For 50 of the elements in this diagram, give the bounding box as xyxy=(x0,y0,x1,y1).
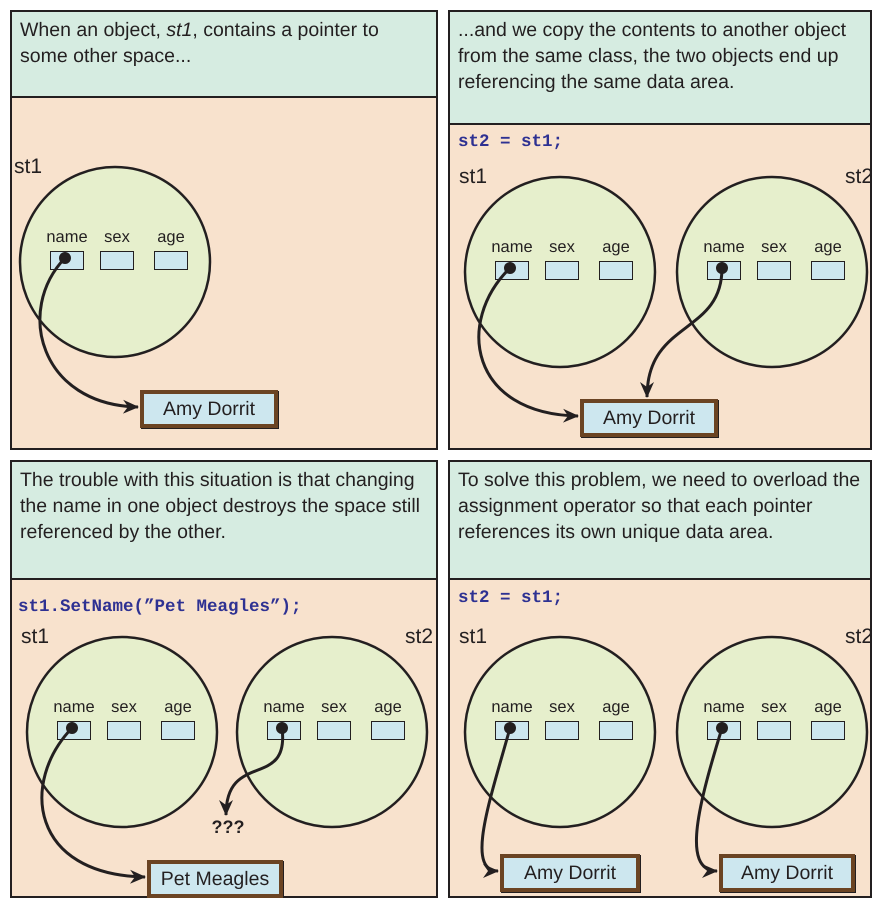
field-label: name xyxy=(490,698,534,717)
object-label: st1 xyxy=(21,625,50,649)
unknown-marker: ??? xyxy=(207,817,249,841)
field-label: age xyxy=(813,698,843,717)
field-label: sex xyxy=(760,698,788,717)
field-label: sex xyxy=(103,228,131,247)
field-label: age xyxy=(813,238,843,257)
pointer-arrow xyxy=(220,722,288,816)
field-label: name xyxy=(52,698,96,717)
pointer-arrow xyxy=(478,262,579,422)
pointer-arrow xyxy=(641,262,728,398)
value-box: Amy Dorrit xyxy=(140,390,278,428)
field-label: sex xyxy=(110,698,138,717)
field-label: age xyxy=(163,698,193,717)
comic-panel xyxy=(448,460,872,898)
value-box: Pet Meagles xyxy=(147,860,283,898)
pointer-arrow xyxy=(38,252,139,412)
pointer-arrow xyxy=(40,722,146,883)
pointer-arrow xyxy=(480,722,516,875)
field-label: name xyxy=(262,698,306,717)
field-label: name xyxy=(702,698,746,717)
code-line: st2 = st1; xyxy=(458,132,564,152)
panel-caption: To solve this problem, we need to overload the assignment operator so that each pointer references its own unique data area. xyxy=(450,462,870,580)
field-label: name xyxy=(702,238,746,257)
comic-panel xyxy=(10,460,438,898)
comic-panel xyxy=(10,10,438,450)
field-label: sex xyxy=(320,698,348,717)
code-line: st1.SetName(”Pet Meagles”); xyxy=(18,597,302,617)
field-label: name xyxy=(45,228,89,247)
value-box: Amy Dorrit xyxy=(580,399,718,437)
pointer-arrow xyxy=(694,722,728,876)
field-label: sex xyxy=(760,238,788,257)
panel-caption: ...and we copy the contents to another object from the same class, the two objects end up referencing the same data area. xyxy=(450,12,870,125)
field-label: name xyxy=(490,238,534,257)
value-box: Amy Dorrit xyxy=(500,854,640,892)
object-label: st1 xyxy=(14,155,42,179)
field-label: age xyxy=(156,228,186,247)
field-label: age xyxy=(601,698,631,717)
comic-panel xyxy=(448,10,872,450)
object-label: st1 xyxy=(459,625,488,649)
object-label: st1 xyxy=(459,165,488,189)
code-line: st2 = st1; xyxy=(458,588,564,608)
field-label: sex xyxy=(548,698,576,717)
value-box: Amy Dorrit xyxy=(719,854,855,892)
field-label: sex xyxy=(548,238,576,257)
object-label: st2 xyxy=(404,625,433,649)
field-label: age xyxy=(601,238,631,257)
panel-caption: The trouble with this situation is that changing the name in one object destroys the space still referenced by the other. xyxy=(12,462,436,580)
panel-caption: When an object, st1, contains a pointer to some other space... xyxy=(12,12,436,98)
field-label: age xyxy=(373,698,403,717)
